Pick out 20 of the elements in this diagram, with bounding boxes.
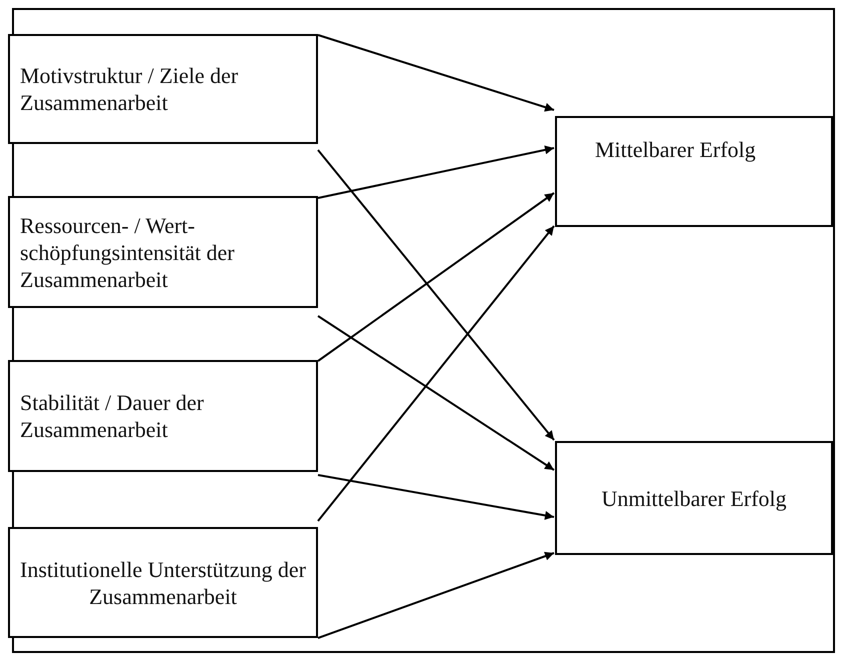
box-label: Motivstruktur / Ziele der Zusammenarbeit: [20, 62, 240, 116]
box-label: Ressourcen- / Wert-schöpfungsintensität der Zusammenarbeit: [20, 212, 236, 292]
text-box: [8, 196, 318, 308]
box-label: Mittelbarer Erfolg: [595, 136, 756, 163]
text-box: [555, 116, 833, 227]
arrow: [317, 149, 555, 441]
arrow: [318, 145, 554, 199]
arrow: [318, 34, 554, 112]
text-box: [8, 527, 318, 638]
arrow: [317, 225, 555, 522]
text-box: [8, 34, 318, 144]
text-box: [8, 360, 318, 472]
arrow: [318, 552, 554, 639]
arrow: [317, 192, 555, 362]
arrow: [318, 474, 554, 520]
arrow: [317, 315, 555, 471]
box-label: Unmittelbarer Erfolg: [601, 484, 787, 512]
text-box: [555, 441, 833, 555]
box-label: Stabilität / Dauer der Zusammenarbeit: [20, 389, 205, 443]
box-label: Institutionelle Unterstützung der Zusammenarbeit: [20, 556, 306, 610]
